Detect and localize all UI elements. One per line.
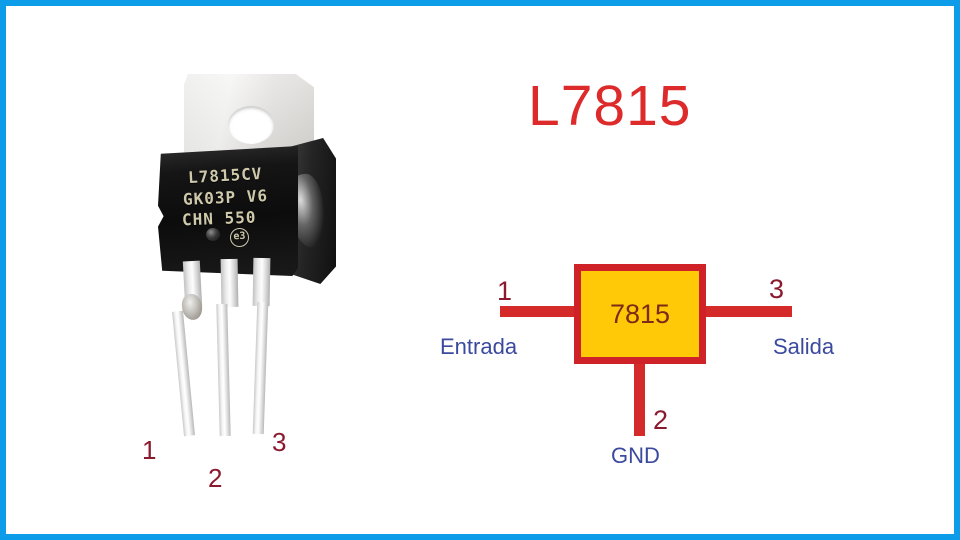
package-lead-2-upper [220,258,239,308]
package-body [158,146,298,276]
input-wire [500,306,578,317]
diagram-title: L7815 [528,74,692,138]
package-lead-1 [172,310,195,437]
input-terminal-label: Entrada [440,334,518,359]
output-wire [702,306,792,317]
photo-pin-number-2: 2 [208,463,223,493]
photo-pin-number-1: 1 [142,435,157,465]
package-mold-notch [206,228,220,241]
package-lead-3-upper [252,257,271,307]
regulator-symbol-box: 7815 [574,264,706,364]
regulator-symbol-label: 7815 [609,298,671,329]
component-photo: L7815CV GK03P V6 CHN 550 e3 1 2 3 [6,6,446,534]
mounting-hole [228,106,274,144]
package-marking-line-2: GK03P V6 [182,186,269,209]
schematic-pin-number-1: 1 [497,276,513,306]
ground-wire [634,360,645,436]
package-lead-3 [252,301,269,435]
photo-pin-number-3: 3 [272,427,287,457]
package-lead-2 [216,303,231,437]
package-marking-line-3: CHN 550 [181,207,257,230]
schematic-diagram: L7815 7815 1 2 3 Entrada GND Salida [440,6,960,534]
output-terminal-label: Salida [773,334,835,359]
schematic-pin-number-2: 2 [653,405,669,435]
ground-terminal-label: GND [611,443,660,468]
schematic-pin-number-3: 3 [769,274,785,304]
